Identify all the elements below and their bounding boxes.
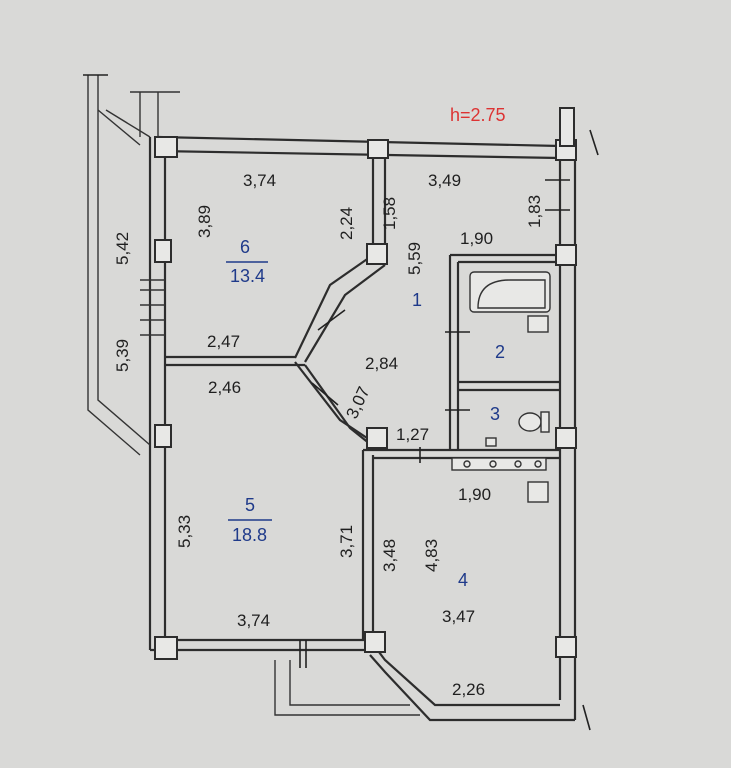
balcony-outline bbox=[274, 660, 420, 716]
bay-wall-outer bbox=[369, 654, 575, 722]
dim-247: 2,47 bbox=[207, 332, 240, 351]
room-5-area: 18.8 bbox=[232, 525, 267, 545]
dim-374-top: 3,74 bbox=[243, 171, 276, 190]
room-6-number: 6 bbox=[240, 237, 250, 257]
room-4-number: 4 bbox=[458, 570, 468, 590]
top-wall bbox=[157, 135, 561, 148]
room-6-area: 13.4 bbox=[230, 266, 265, 286]
bathtub-basin-icon bbox=[477, 279, 546, 309]
dim-226: 2,26 bbox=[452, 680, 485, 699]
area-room-4-label: 3,47 bbox=[442, 607, 475, 626]
balcony-inner bbox=[289, 660, 410, 706]
toilet-sink-icon bbox=[485, 437, 497, 447]
dim-190-bottom: 1,90 bbox=[458, 485, 491, 504]
dim-533: 5,33 bbox=[175, 515, 194, 548]
dim-307: 3,07 bbox=[342, 384, 373, 422]
toilet-icon bbox=[518, 412, 542, 432]
room-3-number: 3 bbox=[490, 404, 500, 424]
dim-371: 3,71 bbox=[337, 525, 356, 558]
dim-284: 2,84 bbox=[365, 354, 398, 373]
kitchen-counter-icon bbox=[451, 457, 547, 471]
dim-158: 1,58 bbox=[380, 197, 399, 230]
dim-539: 5,39 bbox=[113, 339, 132, 372]
dim-483: 4,83 bbox=[422, 539, 441, 572]
room-1-number: 1 bbox=[412, 290, 422, 310]
dim-127: 1,27 bbox=[396, 425, 429, 444]
fixtures bbox=[451, 271, 551, 503]
bath-sink-icon bbox=[527, 315, 549, 333]
dim-190-top: 1,90 bbox=[460, 229, 493, 248]
dim-348: 3,48 bbox=[380, 539, 399, 572]
dimension-ticks bbox=[299, 129, 599, 731]
top-wall-inner bbox=[157, 149, 561, 160]
dim-224: 2,24 bbox=[337, 207, 356, 240]
stove-icon bbox=[527, 481, 549, 503]
left-loggia bbox=[83, 74, 180, 456]
dim-349: 3,49 bbox=[428, 171, 461, 190]
pillars bbox=[154, 107, 577, 660]
room-5-number: 5 bbox=[245, 495, 255, 515]
ceiling-height-label: h=2.75 bbox=[450, 105, 506, 125]
dim-559: 5,59 bbox=[405, 242, 424, 275]
dim-389: 3,89 bbox=[195, 205, 214, 238]
dim-246: 2,46 bbox=[208, 378, 241, 397]
dim-542: 5,42 bbox=[113, 232, 132, 265]
toilet-tank-icon bbox=[540, 411, 550, 433]
dim-183: 1,83 bbox=[525, 195, 544, 228]
room-2-number: 2 bbox=[495, 342, 505, 362]
dim-374-bottom: 3,74 bbox=[237, 611, 270, 630]
